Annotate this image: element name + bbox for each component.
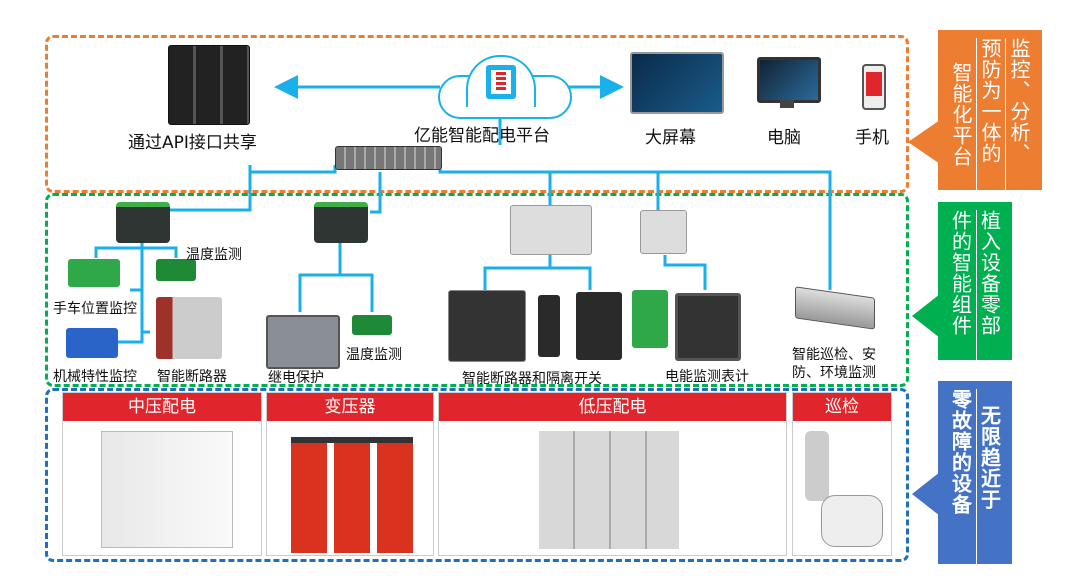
platform-callout-col2: 预防为一体的: [976, 38, 1002, 190]
mccb-icon: [576, 292, 622, 360]
gateway-2-icon: [314, 202, 368, 243]
api-share-label: 通过API接口共享: [128, 133, 257, 153]
acb-breaker-icon: [448, 290, 526, 362]
mv-breaker-icon: [156, 297, 222, 359]
relay-protection-icon: [266, 315, 340, 369]
pc-monitor-icon: [757, 57, 821, 103]
meter-green-icon: [632, 290, 668, 348]
components-callout-arrow: [912, 294, 940, 338]
temp-monitor-2-label: 温度监测: [346, 347, 402, 363]
platform-callout: 监控、分析、 预防为一体的 智能化平台: [938, 30, 1042, 190]
comm-module-icon: [640, 210, 687, 254]
patrol-line2-label: 防、环境监测: [792, 365, 876, 381]
platform-callout-col1: 监控、分析、: [1005, 38, 1031, 190]
patrol-header: 巡检: [793, 393, 891, 421]
temp-sensor-1-icon: [156, 259, 196, 281]
components-callout: 植入设备零部 件的智能组件: [938, 202, 1012, 360]
patrol-robot-image: [821, 495, 883, 547]
mv-switchgear-image: [101, 431, 233, 548]
mech-monitor-label: 机械特性监控: [53, 369, 137, 385]
phone-label: 手机: [855, 128, 889, 148]
transformer-image: [291, 437, 413, 553]
io-module-icon: [510, 205, 592, 255]
equipment-callout-col2: 零故障的设备: [948, 389, 973, 515]
platform-section: [45, 35, 909, 193]
cloud-icon: [438, 55, 572, 119]
lv-distribution-panel: 低压配电: [438, 392, 787, 556]
patrol-camera-image: [805, 431, 829, 501]
mcb-icon: [538, 295, 560, 357]
big-screen-label: 大屏幕: [645, 128, 696, 148]
cart-position-label: 手车位置监控: [53, 301, 137, 317]
components-section: [45, 193, 909, 387]
platform-callout-col3: 智能化平台: [949, 62, 973, 167]
equipment-callout: 无限趋近于 零故障的设备: [938, 381, 1012, 564]
pc-stand-icon: [780, 100, 794, 108]
power-meter-icon: [675, 293, 741, 361]
platform-logo-icon: [486, 65, 516, 99]
smart-breaker-lv-label: 智能断路器和隔离开关: [462, 371, 602, 387]
api-server-rack-icon: [168, 45, 250, 125]
equipment-callout-arrow: [912, 472, 940, 516]
energy-meter-label: 电能监测表计: [665, 369, 749, 385]
mech-sensor-icon: [66, 328, 118, 358]
temp-sensor-2-icon: [352, 315, 392, 335]
patrol-panel: 巡检: [792, 392, 892, 556]
equipment-callout-col1: 无限趋近于: [975, 389, 1002, 564]
platform-name-label: 亿能智能配电平台: [414, 126, 550, 146]
temp-monitor-1-label: 温度监测: [186, 247, 242, 263]
smart-breaker-mv-label: 智能断路器: [157, 369, 227, 385]
transformer-header: 变压器: [267, 393, 433, 421]
lv-switchgear-image: [539, 431, 679, 549]
mv-distribution-header: 中压配电: [63, 393, 261, 421]
platform-server-icon: [335, 146, 442, 170]
relay-protection-label: 继电保护: [268, 370, 324, 386]
mv-distribution-panel: 中压配电: [62, 392, 262, 556]
pc-label: 电脑: [767, 128, 801, 148]
lv-distribution-header: 低压配电: [439, 393, 786, 421]
patrol-line1-label: 智能巡检、安: [792, 347, 876, 363]
gateway-1-icon: [116, 202, 170, 243]
components-callout-col2: 件的智能组件: [948, 210, 973, 336]
equipment-section: [45, 388, 909, 562]
transformer-panel: 变压器: [266, 392, 434, 556]
platform-callout-arrow: [908, 120, 940, 164]
big-screen-icon: [630, 52, 724, 114]
cart-position-sensor-icon: [68, 259, 120, 287]
phone-icon: [862, 64, 886, 110]
components-callout-col1: 植入设备零部: [975, 210, 1002, 360]
